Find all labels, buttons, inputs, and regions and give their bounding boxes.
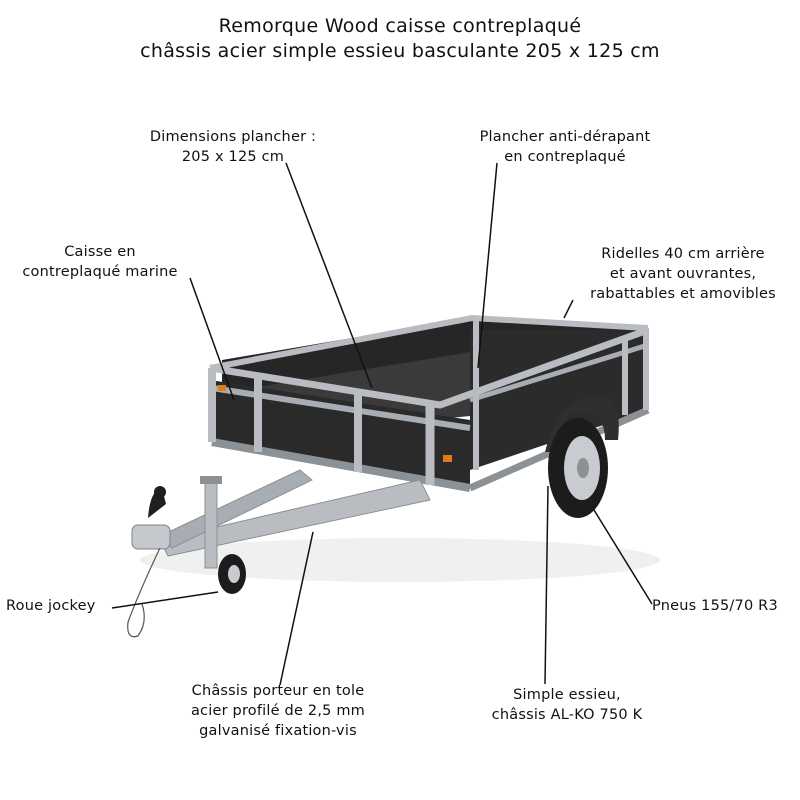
- leader-essieu: [544, 485, 549, 685]
- leader-plancher: [477, 162, 498, 369]
- top-rail-front: [209, 326, 650, 409]
- callout-essieu-line-2: châssis AL-KO 750 K: [491, 707, 643, 723]
- wheel-hub: [577, 458, 589, 478]
- drawbar-left: [159, 479, 431, 557]
- callout-dimensions-line-2: 205 x 125 cm: [181, 149, 285, 165]
- coupling-head: [131, 524, 171, 550]
- leader-chassis: [279, 531, 314, 686]
- reflector-left: [218, 385, 226, 391]
- callout-chassis-line-3: galvanisé fixation-vis: [199, 723, 357, 739]
- fender: [545, 395, 619, 452]
- ground-shadow: [140, 538, 660, 582]
- callout-pneus-line-1: Pneus 155/70 R3: [652, 598, 778, 614]
- leader-pneus: [593, 509, 653, 605]
- box-front-panel: [210, 380, 470, 485]
- callout-chassis-line-1: Châssis porteur en tole: [191, 683, 365, 699]
- leader-ridelles: [563, 299, 574, 319]
- coupling-knob: [154, 486, 166, 498]
- callout-caisse-line-2: contreplaqué marine: [22, 264, 178, 280]
- callout-caisse-line-1: Caisse en: [64, 244, 136, 260]
- page-title: Remorque Wood caisse contreplaqué châssi…: [0, 14, 800, 64]
- callout-plancher-line-2: en contreplaqué: [504, 149, 626, 165]
- callout-ridelles-line-3: rabattables et amovibles: [590, 286, 776, 302]
- callout-ridelles-line-1: Ridelles 40 cm arrière: [601, 246, 765, 262]
- callout-roue: Roue jockey: [6, 596, 95, 616]
- callout-essieu-line-1: Simple essieu,: [513, 687, 621, 703]
- callout-plancher: Plancher anti-dérapant en contreplaqué: [456, 127, 674, 167]
- reflector-front: [443, 455, 452, 462]
- callout-caisse: Caisse en contreplaqué marine: [4, 242, 196, 282]
- callout-plancher-line-1: Plancher anti-dérapant: [479, 129, 651, 145]
- callout-essieu: Simple essieu, châssis AL-KO 750 K: [462, 685, 672, 725]
- mid-rail-right: [469, 342, 649, 403]
- callout-roue-line-1: Roue jockey: [6, 598, 96, 614]
- callout-pneus: Pneus 155/70 R3: [652, 596, 778, 616]
- jockey-post: [204, 477, 218, 569]
- jockey-wheel-hub: [228, 565, 240, 583]
- title-line-2: châssis acier simple essieu basculante 2…: [140, 40, 660, 62]
- box-right-panel: [470, 330, 648, 470]
- safety-cable: [127, 547, 161, 638]
- callout-dimensions: Dimensions plancher : 205 x 125 cm: [133, 127, 333, 167]
- callout-ridelles: Ridelles 40 cm arrière et avant ouvrante…: [568, 244, 798, 304]
- callout-chassis-line-2: acier profilé de 2,5 mm: [190, 703, 366, 719]
- top-rail-back: [209, 314, 649, 371]
- leader-roue: [111, 591, 219, 609]
- callout-dimensions-line-1: Dimensions plancher :: [149, 129, 317, 145]
- jockey-handle: [200, 476, 222, 484]
- title-line-1: Remorque Wood caisse contreplaqué: [218, 15, 582, 37]
- leader-caisse: [189, 277, 235, 401]
- callout-chassis: Châssis porteur en tole acier profilé de…: [168, 681, 388, 741]
- callout-ridelles-line-2: et avant ouvrantes,: [609, 266, 757, 282]
- leader-dimensions: [285, 162, 373, 389]
